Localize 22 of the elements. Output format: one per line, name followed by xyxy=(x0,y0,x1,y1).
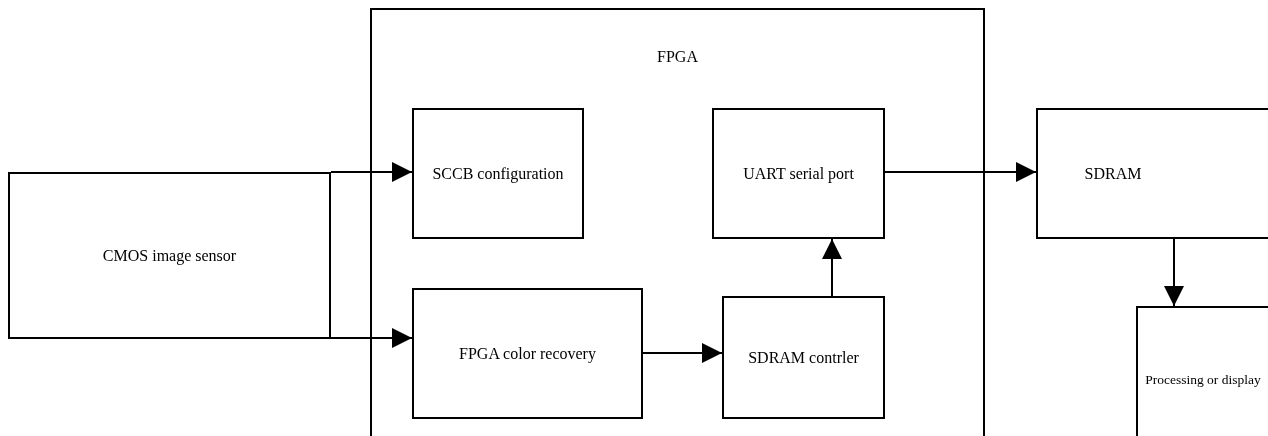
block-label: SDRAM contrler xyxy=(748,348,859,367)
arrow xyxy=(330,328,413,348)
block-box xyxy=(412,288,643,419)
block-label: CMOS image sensor xyxy=(102,246,237,265)
block-box xyxy=(1036,108,1268,239)
block-label: FPGA color recovery xyxy=(459,344,596,363)
arrow xyxy=(1164,238,1184,307)
block-box xyxy=(1136,306,1268,436)
block-box xyxy=(712,108,885,239)
arrow xyxy=(330,162,413,182)
block-box xyxy=(722,296,885,419)
block-label: SDRAM xyxy=(1084,164,1142,183)
block-label: UART serial port xyxy=(743,164,854,183)
fpga-container-box xyxy=(370,8,985,436)
block-label: FPGA xyxy=(657,48,698,66)
arrow xyxy=(822,238,842,297)
arrow xyxy=(884,162,1037,182)
block-label: Processing or display xyxy=(1145,372,1261,388)
block-label: SCCB configuration xyxy=(432,164,564,183)
block-box xyxy=(8,172,331,339)
arrow xyxy=(642,343,723,363)
block-box xyxy=(412,108,584,239)
